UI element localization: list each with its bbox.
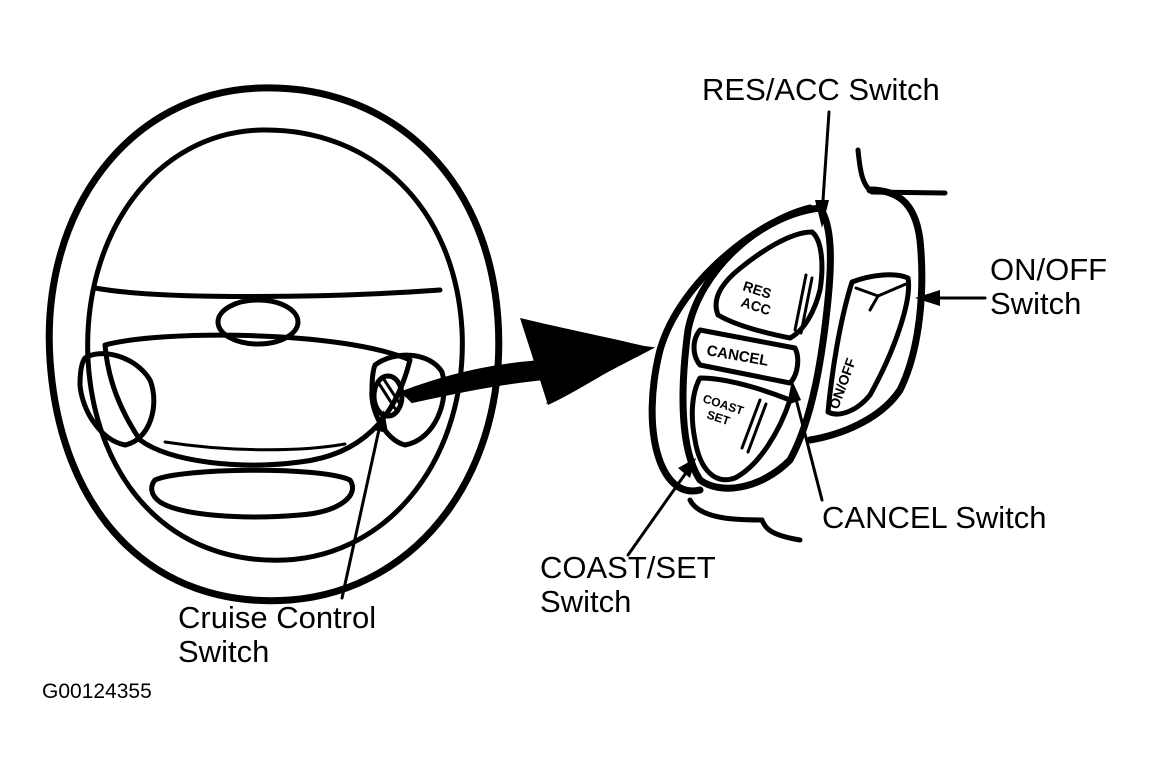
cancel-leader bbox=[793, 393, 824, 502]
on-off-button[interactable] bbox=[825, 272, 912, 417]
on-off-switch-label-line1: ON/OFF bbox=[990, 252, 1107, 287]
res-acc-leader bbox=[820, 110, 831, 217]
res-acc-button[interactable] bbox=[713, 229, 825, 341]
coast-set-arrowhead bbox=[678, 458, 696, 478]
figure-code: G00124355 bbox=[42, 680, 152, 703]
cancel-button[interactable] bbox=[691, 327, 801, 386]
coast-set-button-ridge bbox=[740, 398, 768, 454]
cruise-control-leader bbox=[340, 423, 382, 600]
steering-wheel-hub bbox=[102, 332, 413, 468]
coast-set-switch-label-line2: Switch bbox=[540, 584, 631, 619]
wheel-cruise-switch bbox=[371, 373, 405, 419]
on-off-arrowhead bbox=[915, 290, 940, 306]
switch-detail: RES ACC CANCEL COAST SET ON/OFF bbox=[648, 147, 948, 543]
steering-wheel-top-pad bbox=[92, 285, 443, 299]
cruise-control-switch-label-line2: Switch bbox=[178, 634, 269, 669]
res-acc-arrowhead bbox=[815, 200, 829, 228]
spoke-lower bbox=[687, 497, 803, 543]
steering-wheel-lower-line bbox=[163, 440, 347, 452]
left-spoke-pad bbox=[77, 351, 157, 448]
on-off-switch-label-line2: Switch bbox=[990, 286, 1081, 321]
steering-wheel bbox=[45, 84, 503, 605]
airbag-emblem bbox=[215, 297, 301, 347]
cancel-arrowhead bbox=[787, 380, 801, 405]
steering-wheel-bottom-pad bbox=[149, 467, 355, 520]
coast-set-leader bbox=[626, 468, 690, 557]
wheel-cruise-switch-detail bbox=[376, 376, 402, 412]
callouts bbox=[340, 110, 987, 600]
coast-set-switch-label-line1: COAST/SET bbox=[540, 550, 716, 585]
steering-wheel-rim-inner bbox=[85, 127, 465, 563]
res-acc-switch-label: RES/ACC Switch bbox=[702, 72, 940, 107]
cruise-control-arrowhead bbox=[373, 410, 388, 433]
on-off-button-bevel bbox=[854, 282, 908, 312]
cruise-control-switch-label-line1: Cruise Control bbox=[178, 600, 376, 635]
zoom-arrow-head-fill bbox=[520, 318, 652, 405]
coast-set-button[interactable] bbox=[689, 375, 793, 483]
res-acc-button-ridge bbox=[793, 273, 814, 335]
switch-housing bbox=[679, 204, 834, 492]
right-spoke-pad bbox=[369, 352, 447, 448]
cancel-switch-label: CANCEL Switch bbox=[822, 500, 1047, 535]
steering-wheel-rim-outer bbox=[45, 84, 503, 605]
